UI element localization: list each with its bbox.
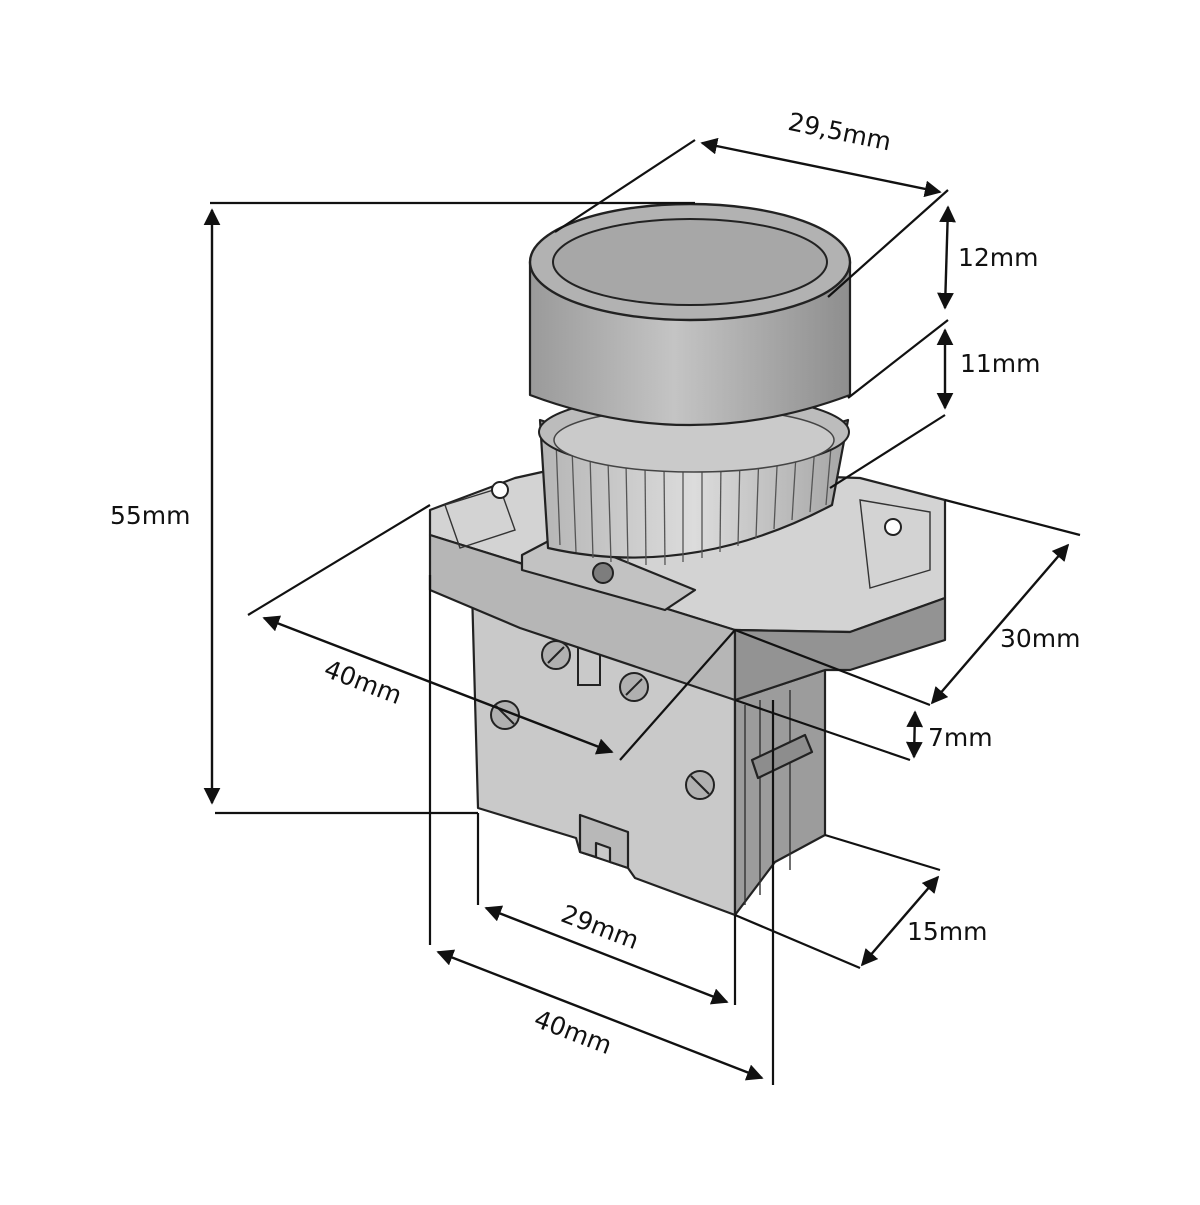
tab-screw xyxy=(592,562,614,584)
dim-arrow-cap-height xyxy=(937,205,956,310)
dim-arrow-top-width xyxy=(700,137,942,198)
dimension-arrows xyxy=(203,137,1070,1081)
dim-label-block-width: 29mm xyxy=(557,899,643,955)
dim-label-flange-width: 30mm xyxy=(1000,624,1081,653)
dim-label-flange-thickness: 7mm xyxy=(928,723,993,752)
dim-arrow-flange-thickness xyxy=(905,710,924,759)
button-face xyxy=(552,218,828,306)
spring-clip xyxy=(750,733,814,780)
flange-pocket-right xyxy=(859,499,931,589)
flange-hole-right xyxy=(884,518,902,536)
dim-label-base-width: 40mm xyxy=(530,1004,616,1060)
dim-label-total-height: 55mm xyxy=(110,501,191,530)
flange-pocket-left xyxy=(444,487,516,549)
flange-hole-left xyxy=(491,481,509,499)
extension-lines xyxy=(210,139,1081,1085)
dim-label-block-depth: 15mm xyxy=(907,917,988,946)
dim-arrow-flange-depth xyxy=(262,615,614,755)
flange-side xyxy=(733,596,947,702)
dim-label-top-width: 29,5mm xyxy=(786,107,894,156)
dim-label-ring-height: 11mm xyxy=(960,349,1041,378)
contact-block-side xyxy=(733,668,827,917)
dim-arrow-base-width xyxy=(436,949,764,1081)
dim-arrow-block-depth xyxy=(860,875,940,967)
dim-arrow-flange-width xyxy=(930,543,1070,705)
dim-label-cap-height: 12mm xyxy=(958,243,1039,272)
contact-block-notch xyxy=(578,813,630,870)
push-button-illustration xyxy=(428,202,947,917)
dim-label-flange-depth: 40mm xyxy=(320,654,406,710)
nut-teeth xyxy=(555,423,834,566)
